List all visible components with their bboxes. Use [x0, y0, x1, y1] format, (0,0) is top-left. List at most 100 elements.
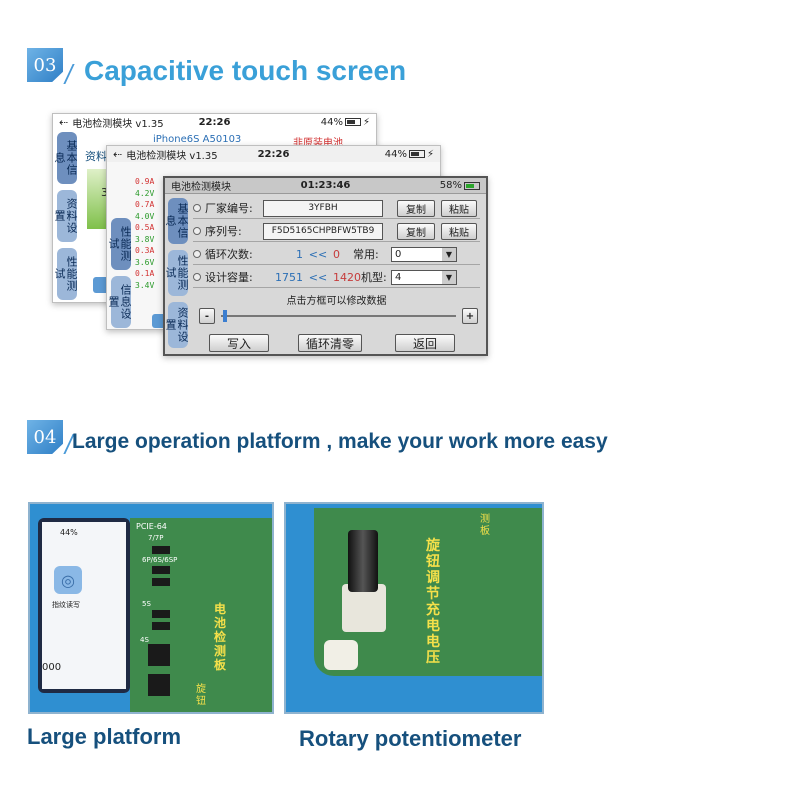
clock: 01:23:46 [300, 180, 351, 191]
capacity-arrow: << [308, 270, 328, 284]
voltage-scale: 0.9A 4.2V 0.7A 4.0V 0.5A 3.8V 0.3A 3.6V … [135, 176, 154, 291]
partial-number: 3 [101, 186, 108, 199]
common-select[interactable]: 0 ▼ [391, 246, 457, 262]
copy-button[interactable]: 复制 [397, 222, 435, 240]
scale-label: 0.1A [135, 269, 155, 278]
capacity-new-value[interactable]: 1420 [333, 270, 361, 284]
capacity-value[interactable]: 1751 [275, 270, 303, 284]
scale-label: 3.4V [135, 280, 155, 290]
board-label: 旋钮调节充电电压 [426, 538, 440, 666]
non-original-warning: 非原装电池 [293, 138, 343, 149]
tab-performance[interactable]: 性能测试 [53, 248, 78, 300]
cycle-value[interactable]: 1 [296, 247, 303, 261]
battery-status: 44% ⚡ [321, 117, 370, 128]
tab-basic-info[interactable]: 基本信息 [53, 132, 78, 184]
section-4-badge: 04 [27, 420, 63, 454]
write-button[interactable]: 写入 [209, 334, 269, 352]
serial-label: 序列号: [205, 225, 242, 238]
capacity-row: 设计容量: 1751 << 1420 机型: 4 ▼ [193, 267, 480, 288]
scale-label: 3.6V [135, 257, 155, 267]
battery-percent: 44% [60, 528, 78, 537]
side-label: 测板 [480, 514, 490, 537]
cycle-radio[interactable] [193, 250, 201, 258]
connector [152, 622, 170, 630]
section-3-badge: 03 [27, 48, 63, 82]
capacity-radio[interactable] [193, 273, 201, 281]
tab-data-settings[interactable]: 资料设置 [53, 190, 78, 242]
connector [152, 610, 170, 618]
maker-radio[interactable] [193, 204, 201, 212]
clear-cycle-button[interactable]: 循环清零 [298, 334, 362, 352]
cycle-row: 循环次数: 1 << 0 常用: 0 ▼ [193, 244, 480, 265]
board-label: 电池检测板 [214, 602, 227, 672]
copy-button[interactable]: 复制 [397, 199, 435, 217]
section-4-title: Large operation platform , make your wor… [72, 430, 608, 453]
serial-field[interactable]: F5D5165CHPBFW5TB9 [263, 222, 383, 240]
tab-info-settings[interactable]: 信息设置 [107, 276, 132, 328]
scale-label: 0.9A [135, 177, 155, 186]
common-select-value: 0 [395, 248, 402, 260]
fingerprint-icon: ◎ [54, 566, 82, 594]
model-label: 机型: [361, 271, 387, 284]
battery-icon [408, 150, 425, 158]
section-3-title: Capacitive touch screen [84, 55, 407, 86]
slider-thumb[interactable] [223, 310, 227, 322]
battery-icon [464, 181, 480, 190]
potentiometer-knob[interactable] [348, 530, 378, 592]
scale-label: 0.7A [135, 200, 155, 209]
serial-radio[interactable] [193, 227, 201, 235]
maker-row: 厂家编号: 3YFBH 复制 粘贴 [193, 198, 480, 219]
connector [152, 546, 170, 554]
battery-percent: 58% [439, 180, 462, 191]
capacity-label: 设计容量: [205, 271, 253, 284]
partial-number: 000 [42, 662, 62, 673]
tab-performance[interactable]: 性能测试 [165, 250, 189, 296]
status-bar: ⇠ 电池检测模块 v1.35 22:26 44% ⚡ [107, 146, 440, 162]
clock: 22:26 [198, 116, 231, 128]
tab-basic-info[interactable]: 基本信息 [165, 198, 189, 244]
potentiometer-body [342, 584, 386, 632]
app-title: 电池检测模块 v1.35 [72, 118, 164, 130]
corner-button[interactable] [152, 314, 166, 328]
cycle-new-value[interactable]: 0 [333, 247, 340, 261]
caption-large-platform: Large platform [27, 724, 182, 749]
scale-label: 0.3A [135, 246, 155, 255]
scale-label: 4.2V [135, 188, 155, 198]
silk-model: 4S [140, 636, 149, 644]
pcb-board: PCIE-64 7/7P 6P/6S/6SP 5S 4S 电池检测板 旋钮 [130, 518, 272, 712]
adjust-slider[interactable] [221, 315, 456, 317]
dropdown-arrow-icon[interactable]: ▼ [442, 270, 456, 284]
usb-icon: ⇠ [59, 115, 69, 129]
dropdown-arrow-icon[interactable]: ▼ [442, 247, 456, 261]
caption-rotary-potentiometer: Rotary potentiometer [299, 726, 522, 751]
plus-button[interactable]: + [462, 308, 478, 324]
connector [152, 578, 170, 586]
connector [152, 566, 170, 574]
silk-model: 7/7P [148, 534, 164, 542]
battery-icon [344, 118, 361, 126]
connector [148, 644, 170, 666]
model-select[interactable]: 4 ▼ [391, 269, 457, 285]
charging-icon: ⚡ [362, 116, 370, 128]
knob-label: 旋钮 [196, 684, 206, 707]
tab-data-settings[interactable]: 资料设置 [165, 302, 189, 348]
cycle-label: 循环次数: [205, 248, 253, 261]
photo-rotary-potentiometer: 旋钮调节充电电压 测板 [284, 502, 544, 714]
battery-percent: 44% [320, 116, 343, 128]
screen-data-settings: 电池检测模块 01:23:46 58% 基本信息 性能测试 资料设置 厂家编号:… [163, 176, 488, 356]
minus-button[interactable]: - [199, 308, 215, 324]
fingerprint-label: 指纹读写 [52, 601, 80, 609]
clock: 22:26 [257, 148, 290, 160]
tab-performance[interactable]: 性能测试 [107, 218, 132, 270]
scale-label: 4.0V [135, 211, 155, 221]
device-screen: 44% ◎ 指纹读写 000 [38, 518, 130, 693]
silk-model: 6P/6S/6SP [142, 556, 178, 564]
battery-status: 44% ⚡ [385, 149, 434, 160]
charging-icon: ⚡ [426, 148, 434, 160]
paste-button[interactable]: 粘贴 [441, 222, 477, 240]
paste-button[interactable]: 粘贴 [441, 199, 477, 217]
maker-field[interactable]: 3YFBH [263, 199, 383, 217]
silk-pcie: PCIE-64 [136, 522, 167, 531]
device-display: 44% ◎ 指纹读写 000 [42, 522, 126, 689]
back-button[interactable]: 返回 [395, 334, 455, 352]
